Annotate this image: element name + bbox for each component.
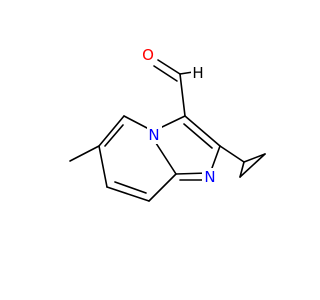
bond-methyl xyxy=(69,145,100,162)
bond-c3-n1 xyxy=(159,115,186,129)
molecule-structure: O H N N xyxy=(69,45,266,202)
bridge-nitrogen-label: N xyxy=(148,126,159,144)
oxygen-atom: O xyxy=(140,45,156,64)
atom-labels: O H N N xyxy=(140,45,218,186)
bond-n1-c5 xyxy=(123,115,148,129)
bond-c7-c8-inner xyxy=(114,181,147,194)
bond-co-double-2 xyxy=(153,65,178,82)
bond-c5-c6 xyxy=(98,115,125,147)
bond-cho-h xyxy=(179,71,194,75)
bond-cyclopropyl-c xyxy=(239,153,266,178)
imine-nitrogen-label: N xyxy=(204,168,215,186)
bond-cyclopropyl-b xyxy=(243,153,266,163)
bonds xyxy=(69,59,266,202)
oxygen-label: O xyxy=(142,46,154,64)
hydrogen-label: H xyxy=(192,64,203,82)
bond-c8a-n1 xyxy=(153,139,177,175)
bond-co-double-1 xyxy=(157,59,181,75)
bridge-nitrogen-atom: N xyxy=(147,126,162,144)
bond-c2-cyclopropyl xyxy=(219,145,245,163)
aldehyde-hydrogen-atom: H xyxy=(191,63,205,82)
bond-c2-c3 xyxy=(184,115,221,147)
bond-n4-c2 xyxy=(211,145,221,169)
bond-c2-c3-inner xyxy=(183,123,213,149)
bond-c7-c8 xyxy=(106,186,150,202)
bond-c8-c8a xyxy=(148,173,177,202)
bond-cyclopropyl-a xyxy=(239,161,245,178)
bond-c3-cho xyxy=(179,73,186,117)
bond-c5-c6-inner xyxy=(104,124,124,147)
bond-c6-c7 xyxy=(98,145,108,188)
imine-nitrogen-atom: N xyxy=(202,168,218,186)
